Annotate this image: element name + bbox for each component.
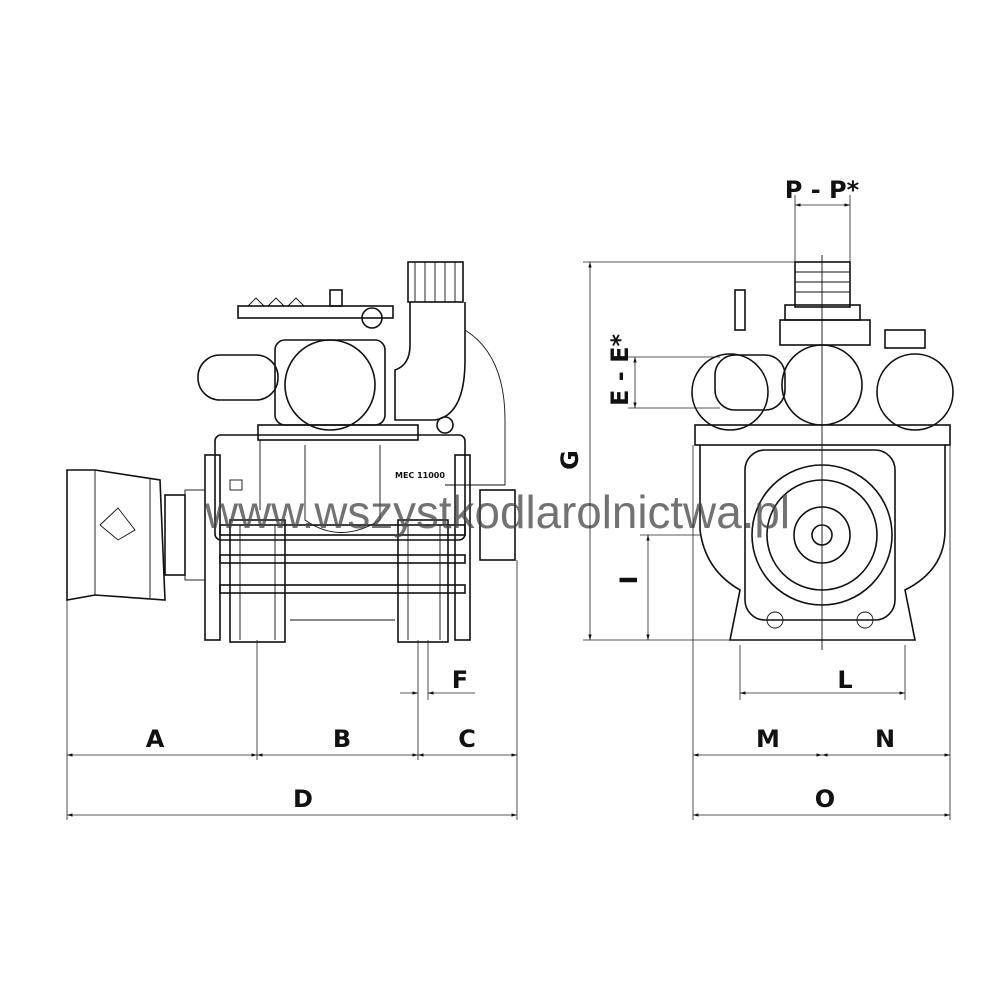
dim-label-c: C bbox=[458, 725, 476, 753]
dimension-labels: A B C D F L M N O P - P* G I E - E* bbox=[146, 176, 895, 813]
dim-label-m: M bbox=[756, 725, 780, 753]
dim-label-f: F bbox=[452, 666, 468, 694]
dim-label-g: G bbox=[556, 450, 584, 470]
nameplate-label: MEC 11000 bbox=[395, 471, 445, 480]
dim-label-b: B bbox=[333, 725, 351, 753]
watermark-text: www.wszystkodlarolnictwa.pl bbox=[204, 486, 790, 538]
dim-label-e: E - E* bbox=[606, 334, 634, 406]
pump-front-view bbox=[691, 255, 954, 650]
dim-label-n: N bbox=[875, 725, 895, 753]
dimension-lines bbox=[66, 195, 951, 820]
dim-label-p: P - P* bbox=[785, 176, 860, 204]
dim-label-a: A bbox=[146, 725, 165, 753]
dim-label-l: L bbox=[837, 666, 852, 694]
dim-label-d: D bbox=[293, 785, 313, 813]
pump-side-view: MEC 11000 bbox=[66, 261, 516, 643]
dim-label-o: O bbox=[815, 785, 835, 813]
dim-label-i: I bbox=[615, 576, 643, 585]
